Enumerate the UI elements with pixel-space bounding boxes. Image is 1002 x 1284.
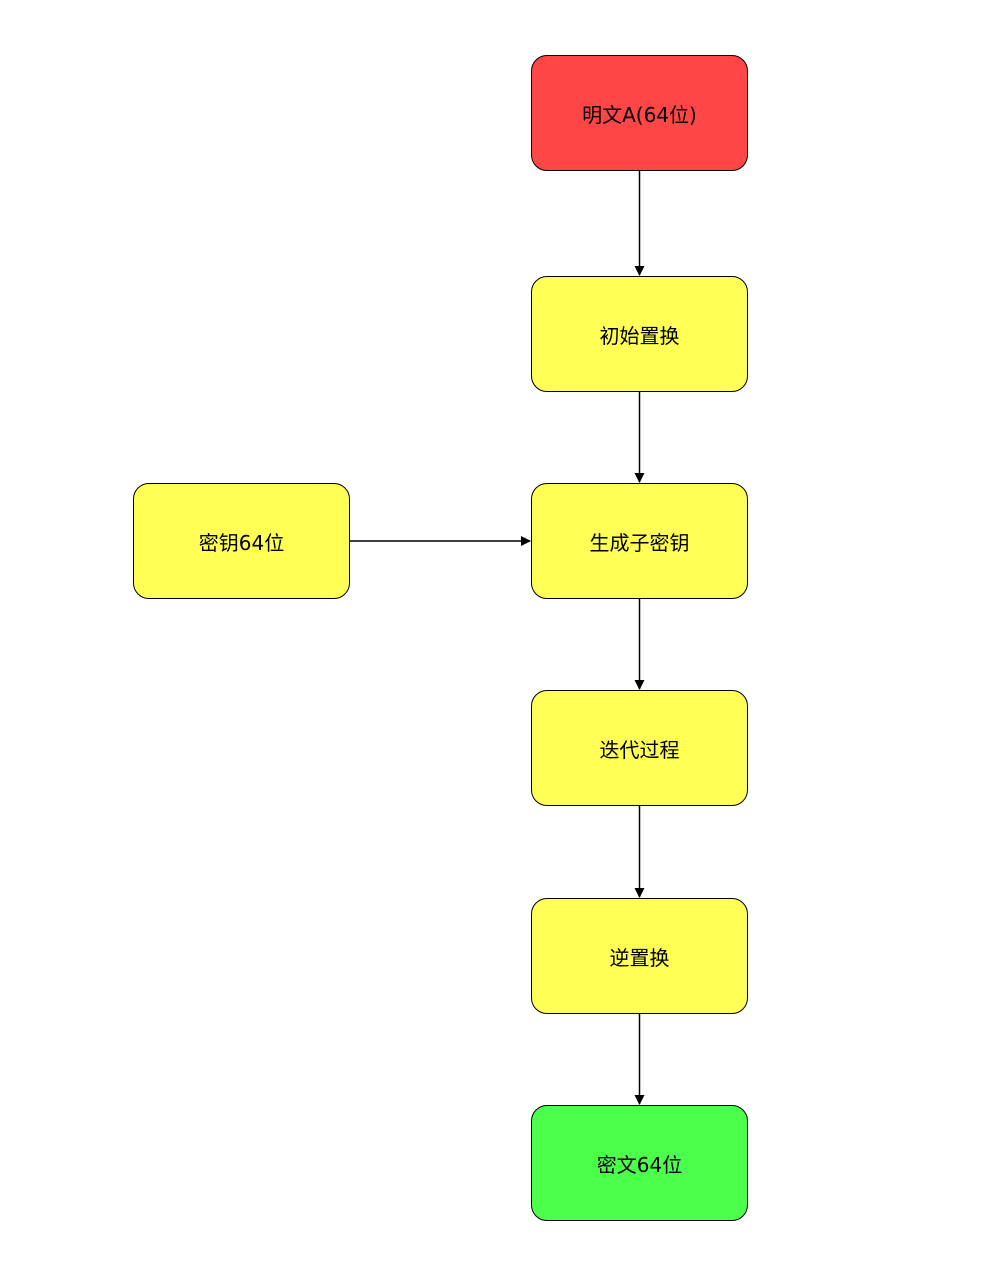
node-key-label: 密钥64位 <box>198 530 285 555</box>
node-iteration-label: 迭代过程 <box>599 737 680 762</box>
node-initial-permutation-label: 初始置换 <box>599 323 680 348</box>
node-ciphertext: 密文64位 <box>531 1105 748 1221</box>
node-key: 密钥64位 <box>133 483 350 599</box>
node-ciphertext-label: 密文64位 <box>596 1152 683 1177</box>
node-inverse-permutation-label: 逆置换 <box>609 945 670 970</box>
node-initial-permutation: 初始置换 <box>531 276 748 392</box>
node-inverse-permutation: 逆置换 <box>531 898 748 1014</box>
node-iteration: 迭代过程 <box>531 690 748 806</box>
node-plaintext-label: 明文A(64位) <box>582 102 697 127</box>
node-generate-subkeys: 生成子密钥 <box>531 483 748 599</box>
node-generate-subkeys-label: 生成子密钥 <box>589 530 690 555</box>
node-plaintext: 明文A(64位) <box>531 55 748 171</box>
